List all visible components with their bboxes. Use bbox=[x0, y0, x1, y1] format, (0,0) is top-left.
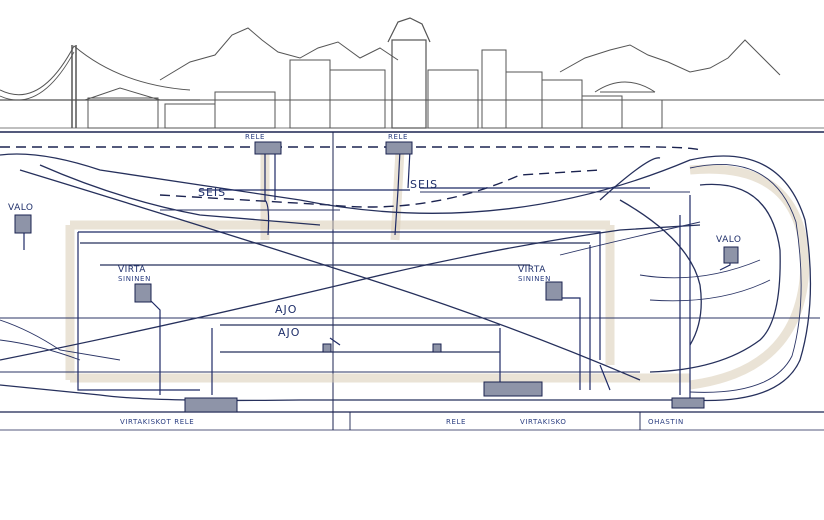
building-roof bbox=[84, 87, 161, 101]
rail-relay-left bbox=[184, 397, 238, 413]
truss-bridge bbox=[594, 81, 656, 93]
castle-tower-top bbox=[387, 17, 431, 43]
wire bbox=[264, 150, 270, 236]
wire bbox=[599, 364, 611, 391]
outer-loop-inner bbox=[689, 164, 802, 393]
diagonal-track bbox=[0, 224, 701, 361]
building bbox=[164, 103, 216, 129]
pushbutton bbox=[432, 343, 442, 353]
curve-track bbox=[649, 279, 771, 302]
label-ajo-upper: AJO bbox=[275, 303, 297, 316]
building bbox=[481, 49, 507, 129]
station-building bbox=[581, 95, 623, 129]
turnout-motor bbox=[671, 397, 705, 409]
building bbox=[329, 69, 386, 129]
spur-track bbox=[0, 319, 121, 361]
roadbed-loop bbox=[689, 164, 810, 390]
label-virta-right-1: VIRTA bbox=[518, 265, 546, 275]
label-virta-left-2: SININEN bbox=[118, 275, 151, 283]
pushbutton bbox=[322, 343, 332, 353]
bridge-cable bbox=[0, 45, 191, 96]
mountain-range-right bbox=[559, 39, 781, 76]
light-right bbox=[723, 246, 739, 264]
building bbox=[621, 99, 663, 129]
building bbox=[87, 97, 159, 129]
label-valo-right: VALO bbox=[716, 235, 742, 245]
relay-top-right bbox=[385, 141, 413, 155]
building bbox=[289, 59, 331, 129]
light-left bbox=[14, 214, 32, 234]
wiring bbox=[23, 149, 731, 400]
roadbed bbox=[65, 220, 690, 383]
label-bottom-mid-2: VIRTAKISKO bbox=[520, 418, 567, 426]
label-seis-left: SEIS bbox=[198, 186, 226, 199]
curve-track bbox=[639, 259, 761, 279]
building bbox=[427, 69, 479, 129]
rail-relay-mid bbox=[483, 381, 543, 397]
castle-tower bbox=[391, 39, 427, 129]
wire bbox=[149, 299, 161, 395]
label-virta-right-2: SININEN bbox=[518, 275, 551, 283]
components bbox=[14, 141, 739, 413]
bridge-cable-2 bbox=[0, 51, 75, 101]
label-valo-left: VALO bbox=[8, 203, 34, 213]
label-rele-top-left: RELE bbox=[245, 133, 265, 141]
inner-loop bbox=[649, 183, 781, 373]
curve-track bbox=[599, 157, 661, 201]
mountain-range bbox=[159, 27, 399, 81]
diagonal-track bbox=[559, 221, 701, 256]
dashed-upper-track bbox=[0, 146, 701, 151]
power-box-right bbox=[545, 281, 563, 301]
building bbox=[541, 79, 583, 129]
wire bbox=[329, 337, 341, 346]
skyline-sketch bbox=[0, 17, 824, 129]
dashed-mid-track bbox=[159, 169, 601, 208]
label-seis-right: SEIS bbox=[410, 178, 438, 191]
relay-top-left bbox=[254, 141, 282, 155]
label-bottom-mid-1: RELE bbox=[446, 418, 466, 426]
power-box-left bbox=[134, 283, 152, 303]
outer-loop bbox=[0, 153, 812, 402]
wire bbox=[560, 297, 581, 390]
wire bbox=[407, 149, 411, 189]
diagonal-track bbox=[19, 169, 641, 381]
label-virta-left-1: VIRTA bbox=[118, 265, 146, 275]
track-network bbox=[0, 146, 820, 402]
spur-track bbox=[0, 339, 81, 361]
curve-track bbox=[619, 199, 702, 346]
wire bbox=[77, 232, 200, 391]
labels: SEIS SEIS VALO VALO VIRTA SININEN VIRTA … bbox=[8, 133, 742, 426]
label-ajo-lower: AJO bbox=[278, 326, 300, 339]
label-bottom-left: VIRTAKISKOT RELE bbox=[120, 418, 194, 426]
wire bbox=[78, 231, 601, 360]
diagonal-track bbox=[39, 164, 321, 226]
label-bottom-right: OHASTIN bbox=[648, 418, 684, 426]
label-rele-top-right: RELE bbox=[388, 133, 408, 141]
building bbox=[214, 91, 276, 129]
